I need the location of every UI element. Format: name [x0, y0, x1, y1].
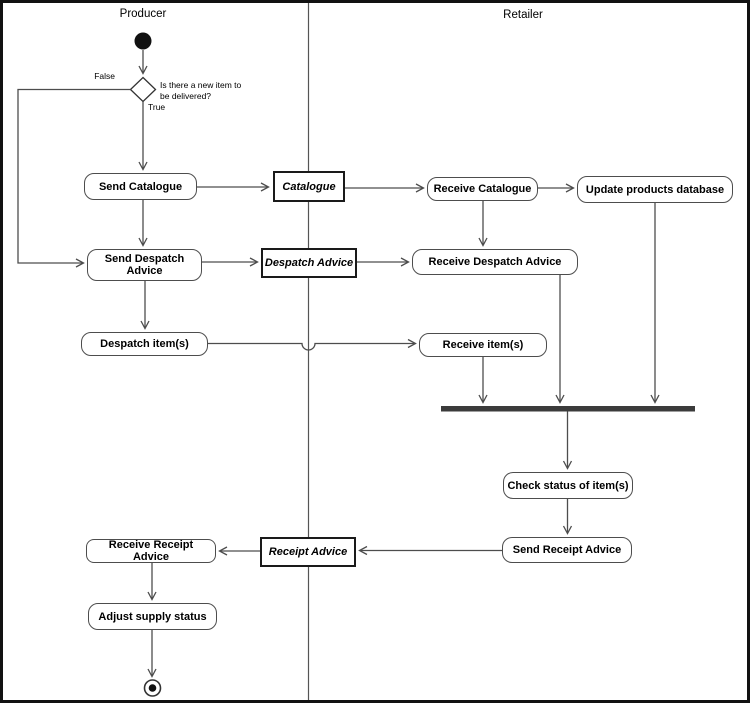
sync-bar — [441, 406, 695, 412]
activity-receive-items: Receive item(s) — [419, 333, 547, 357]
edge-despatch-items-to-receive-items — [208, 338, 417, 351]
decision-question: Is there a new item to be delivered? — [160, 80, 250, 101]
activity-adjust-supply-status: Adjust supply status — [88, 603, 217, 630]
activity-check-status: Check status of item(s) — [503, 472, 633, 499]
activity-despatch-items: Despatch item(s) — [81, 332, 208, 356]
object-catalogue: Catalogue — [273, 171, 345, 202]
decision-question-line1: Is there a new item to — [160, 80, 242, 90]
initial-node — [134, 32, 152, 50]
lane-title-retailer: Retailer — [503, 9, 543, 21]
object-despatch-advice: Despatch Advice — [261, 248, 357, 278]
activity-receive-catalogue: Receive Catalogue — [427, 177, 538, 201]
final-node-dot — [148, 684, 157, 692]
activity-receive-receipt-advice: Receive Receipt Advice — [86, 539, 216, 563]
activity-send-despatch-advice: Send Despatch Advice — [87, 249, 202, 281]
activity-receive-despatch-advice: Receive Despatch Advice — [412, 249, 578, 275]
lane-title-producer: Producer — [119, 8, 167, 20]
decision-false-label: False — [94, 71, 115, 81]
object-receipt-advice: Receipt Advice — [260, 537, 356, 567]
decision-true-label: True — [148, 102, 166, 112]
edge-false-loop — [17, 88, 131, 268]
activity-update-products-database: Update products database — [577, 176, 733, 203]
activity-send-catalogue: Send Catalogue — [84, 173, 197, 200]
decision-question-line2: be delivered? — [160, 90, 212, 101]
decision-diamond — [129, 76, 157, 103]
activity-send-receipt-advice: Send Receipt Advice — [502, 537, 632, 563]
